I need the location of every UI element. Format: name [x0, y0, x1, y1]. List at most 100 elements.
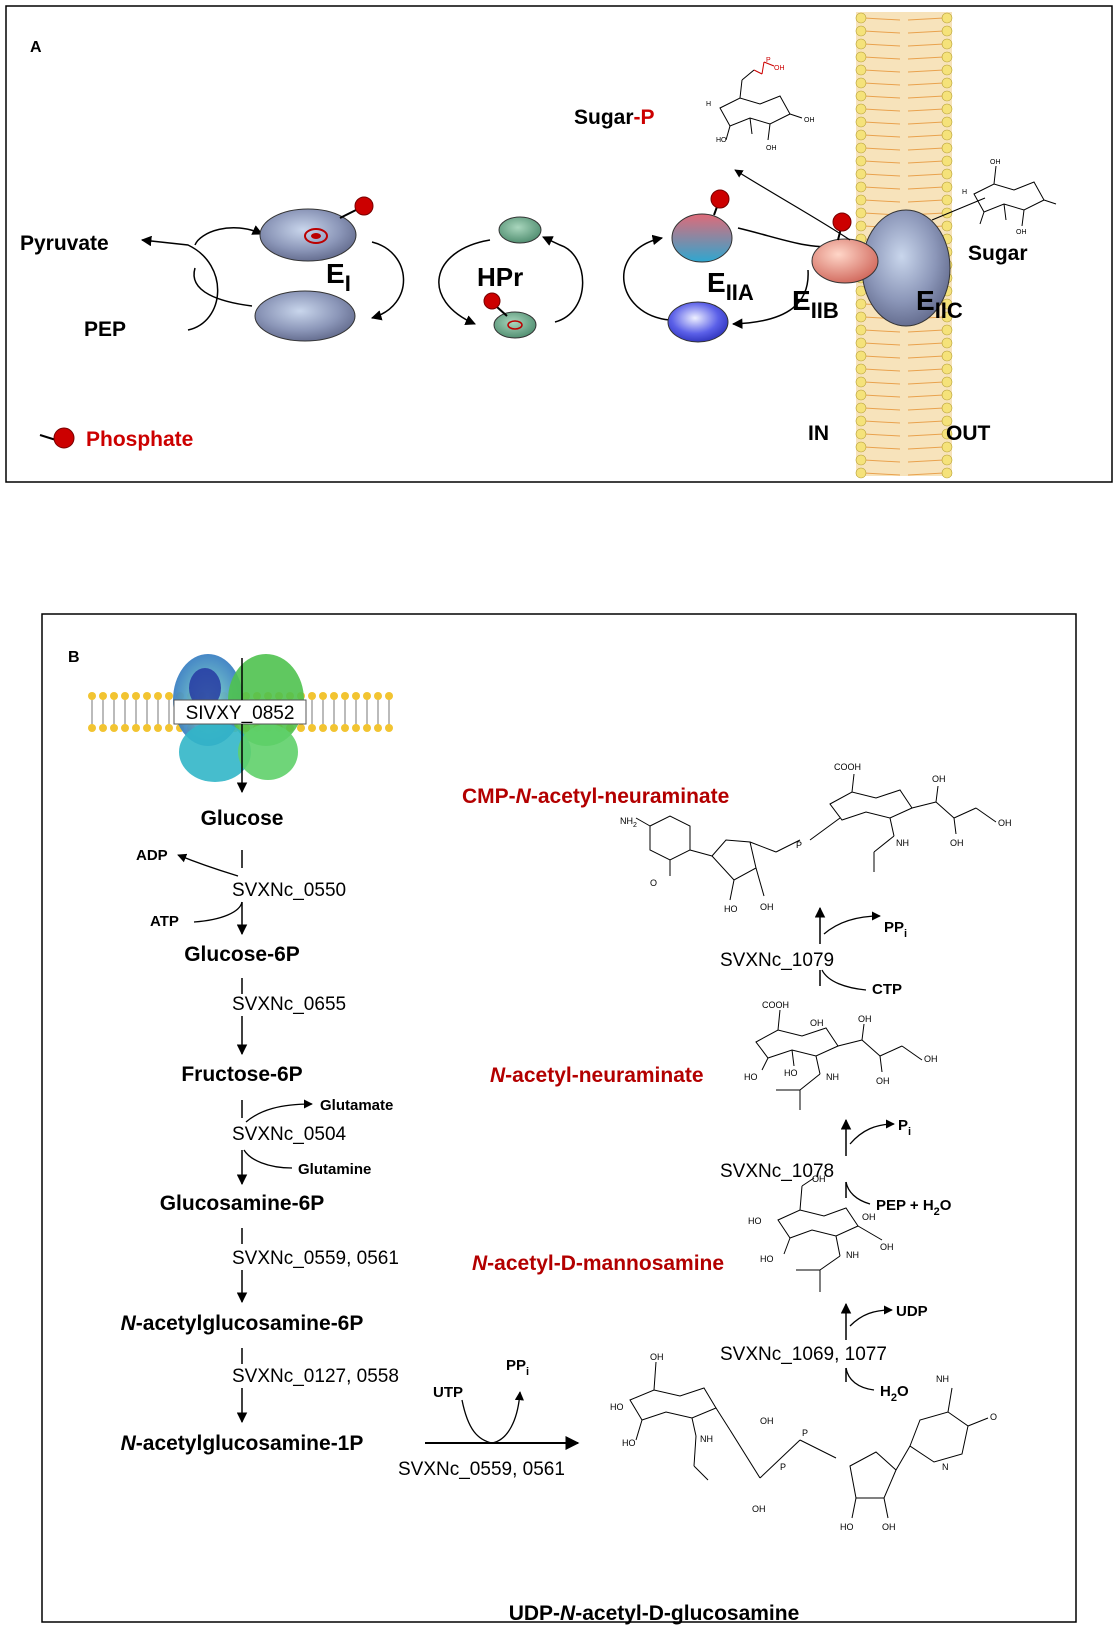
lipid-head: [855, 363, 867, 375]
lipid-head: [941, 207, 953, 219]
sugar-p-phos-p: P: [766, 57, 771, 64]
lipid-head: [855, 168, 867, 180]
lipid-head: [855, 25, 867, 37]
glutamine-label: Glutamine: [298, 1161, 371, 1178]
lipid-head: [855, 51, 867, 63]
lipid-tail: [863, 43, 901, 47]
lipid-head: [941, 12, 953, 24]
cmp-neunac-structure: [635, 773, 997, 901]
lipid-tail: [907, 394, 945, 398]
phosphate-legend-link: [39, 434, 57, 441]
lipid-head: [941, 220, 953, 232]
lipid-tail: [863, 160, 901, 164]
sugar-structure: [973, 165, 1057, 227]
sugar-p-ho: HO: [716, 137, 727, 144]
lipid-head: [363, 724, 371, 732]
lipid-head: [941, 77, 953, 89]
enz-0127-label: SVXNc_0127, 0558: [232, 1366, 399, 1387]
cmp-nh: NH: [896, 838, 909, 848]
lipid-head: [385, 692, 393, 700]
utp-ppi-arrow: [461, 1391, 524, 1444]
eiib-phospho-arrow: [737, 227, 840, 253]
lipid-head: [941, 103, 953, 115]
sugar-h: H: [962, 189, 967, 196]
cmp-nh2: NH2: [620, 816, 637, 829]
hpr-phospho-arrow: [438, 239, 491, 326]
panel-a-frame: [5, 5, 1113, 483]
lipid-tail: [907, 17, 945, 21]
lipid-head: [855, 207, 867, 219]
sugar-oh2: OH: [1016, 229, 1027, 236]
atp-arrow: [193, 901, 243, 923]
ei-dephospho-arrow: [370, 241, 405, 321]
lipid-tail: [907, 160, 945, 164]
lipid-head: [941, 194, 953, 206]
eiia-phosphate-icon: [710, 189, 730, 209]
nag1p-label: N-acetylglucosamine-1P: [121, 1432, 364, 1455]
lipid-tail: [907, 433, 945, 437]
lipid-head: [308, 692, 316, 700]
lipid-tail: [863, 56, 901, 60]
lipid-head: [941, 311, 953, 323]
lipid-head: [941, 428, 953, 440]
lipid-head: [941, 402, 953, 414]
out-label: OUT: [946, 422, 991, 445]
lipid-tail: [863, 342, 901, 346]
ei-phospho-enzyme: [259, 208, 357, 262]
enz-bottom-label: SVXNc_0559, 0561: [398, 1459, 565, 1480]
sugar-p-label: Sugar-P: [574, 106, 655, 129]
sugar-oh: OH: [990, 159, 1001, 166]
hpr-protein: [498, 216, 542, 244]
cmp-oh3: OH: [950, 838, 964, 848]
eiia-protein: [667, 301, 729, 343]
lipid-tail: [907, 108, 945, 112]
ei-loop-left: [193, 267, 253, 307]
enz-0550-label: SVXNc_0550: [232, 880, 346, 901]
ei-label: EI: [326, 258, 351, 296]
lipid-head: [941, 38, 953, 50]
udp-nag-label: UDP-N-acetyl-D-glucosamine: [509, 1602, 800, 1625]
lipid-tail: [863, 199, 901, 203]
lipid-tail: [907, 43, 945, 47]
lipid-head: [941, 454, 953, 466]
udp-nag-oh3: OH: [752, 1504, 766, 1514]
lipid-head: [374, 724, 382, 732]
ei-phospho-arrow: [194, 225, 263, 246]
neunac-label: N-acetyl-neuraminate: [490, 1064, 704, 1087]
lipid-tail: [907, 459, 945, 463]
pyruvate-label: Pyruvate: [20, 232, 109, 255]
lipid-head: [855, 38, 867, 50]
lipid-tail: [863, 30, 901, 34]
atp-label: ATP: [150, 913, 179, 930]
pyruvate-arrow: [140, 235, 219, 331]
lipid-head: [941, 64, 953, 76]
sugar-p-oh: OH: [766, 145, 777, 152]
lipid-head: [855, 220, 867, 232]
neunac-ho1: HO: [744, 1072, 758, 1082]
lipid-head: [88, 724, 96, 732]
sugar-uptake-line: [931, 197, 986, 221]
lipid-head: [855, 194, 867, 206]
ei-active-site-core: [311, 233, 321, 239]
lipid-tail: [863, 147, 901, 151]
lipid-tail: [863, 381, 901, 385]
lipid-head: [855, 12, 867, 24]
lipid-tail: [907, 355, 945, 359]
lipid-head: [941, 116, 953, 128]
lipid-tail: [907, 420, 945, 424]
mannac-ho1: HO: [748, 1216, 762, 1226]
cmp-oh4: OH: [998, 818, 1012, 828]
nag6p-label: N-acetylglucosamine-6P: [121, 1312, 364, 1335]
hpr-phosphate-icon: [483, 292, 501, 310]
utp-label: UTP: [433, 1384, 463, 1401]
lipid-head: [941, 350, 953, 362]
fructose6p-label: Fructose-6P: [181, 1063, 302, 1086]
lipid-tail: [863, 368, 901, 372]
lipid-tail: [863, 446, 901, 450]
hpr-active-site: [507, 320, 523, 330]
lipid-tail: [863, 329, 901, 333]
lipid-head: [941, 467, 953, 479]
lipid-tail: [863, 108, 901, 112]
adp-label: ADP: [136, 847, 168, 864]
